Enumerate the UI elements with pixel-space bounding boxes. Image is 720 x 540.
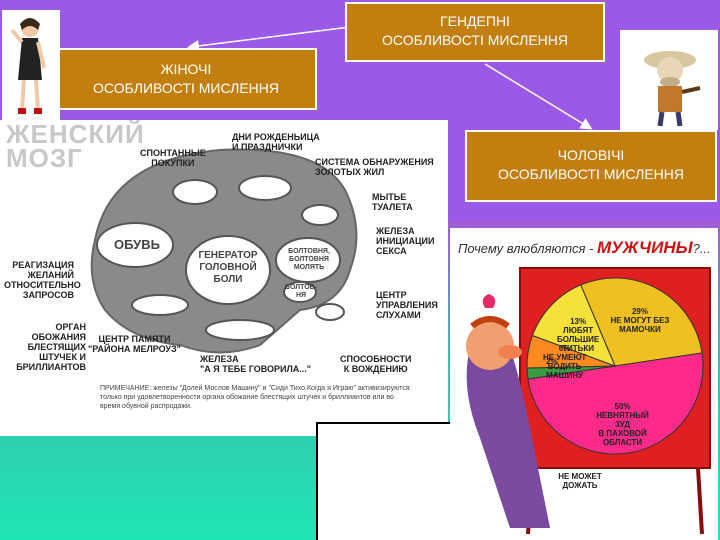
female-title: ЖІНОЧІ ОСОБЛИВОСТІ МИСЛЕННЯ bbox=[93, 61, 279, 96]
pie-slice bbox=[580, 277, 703, 367]
label-jewels: ОРГАН ОБОЖАНИЯ БЛЕСТЯЩИХ ШТУЧЕК И БРИЛЛИ… bbox=[16, 322, 86, 372]
man-figure-icon bbox=[644, 51, 701, 127]
pie-slice-label: 13% ЛЮБЯТ БОЛЬШИЕ ТИТЬКИ bbox=[556, 316, 600, 353]
brain-headache-label: ГЕНЕРАТОР ГОЛОВНОЙ БОЛИ bbox=[198, 250, 258, 285]
male-cartoon-panel: Почему влюбляются - МУЖЧИНЫ?... 29% НЕ М… bbox=[450, 228, 718, 540]
pie-slice bbox=[527, 352, 704, 455]
brain-footnote: ПРИМЕЧАНИЕ: железы "Долей Мослов Машину"… bbox=[100, 385, 410, 410]
pie-slice bbox=[531, 284, 616, 367]
label-spontaneous: СПОНТАННЫЕ ПОКУПКИ bbox=[140, 148, 206, 168]
pie-chart bbox=[526, 277, 704, 455]
label-rumors: ЦЕНТР УПРАВЛЕНИЯ СЛУХАМИ bbox=[376, 290, 438, 320]
brain-illustration bbox=[90, 148, 358, 354]
label-toilet: МЫТЬЕ ТУАЛЕТА bbox=[372, 192, 413, 212]
label-birthdays: ДНИ РОЖДЕНЬИЦА И ПРАЗДНИЧКИ bbox=[232, 132, 320, 152]
brain-region-shoes bbox=[96, 222, 174, 268]
brain-heading-line1: ЖЕНСКИЙ bbox=[6, 120, 145, 149]
female-title-box: ЖІНОЧІ ОСОБЛИВОСТІ МИСЛЕННЯ bbox=[55, 48, 317, 110]
male-title: ЧОЛОВІЧІ ОСОБЛИВОСТІ МИСЛЕННЯ bbox=[498, 147, 684, 182]
brain-heading: ЖЕНСКИЙ МОЗГ bbox=[6, 120, 145, 173]
pie-slice-label: 2% bbox=[546, 357, 558, 367]
brain-heading-line2: МОЗГ bbox=[6, 143, 83, 173]
brain-shoes-label: ОБУВЬ bbox=[114, 237, 160, 252]
label-gold: СИСТЕМА ОБНАРУЖЕНИЯ ЗОЛОТЫХ ЖИЛ bbox=[315, 157, 434, 177]
general-title-box: ГЕНДЕПНІ ОСОБЛИВОСТІ МИСЛЕННЯ bbox=[345, 2, 605, 62]
brain-chatter2-label: БОЛТОВ- НЯ bbox=[284, 284, 318, 299]
female-brain-panel: ЖЕНСКИЙ МОЗГ ОБУВЬ ГЕНЕРАТОР ГОЛОВНОЙ БО… bbox=[0, 120, 448, 436]
pie-slice-label: 6% НЕ УМЕЮТ ВОДИТЬ МАШИНУ bbox=[543, 343, 587, 380]
pie-outside-label: НЕ МОЖЕТ ДОЖАТЬ bbox=[558, 472, 602, 490]
general-title: ГЕНДЕПНІ ОСОБЛИВОСТІ МИСЛЕННЯ bbox=[382, 13, 568, 48]
label-driving: СПОСОБНОСТИ К ВОЖДЕНИЮ bbox=[340, 354, 412, 374]
cartoon-heading-highlight: МУЖЧИНЫ bbox=[596, 238, 693, 257]
cartoon-heading-suffix: ?... bbox=[692, 241, 711, 256]
woman-figure-icon bbox=[10, 18, 46, 114]
label-reject: РЕАГИЗАЦИЯ ЖЕЛАНИЙ ОТНОСИТЕЛЬНО ЗАПРОСОВ bbox=[4, 260, 81, 300]
pie-slice-label: 29% НЕ МОГУТ БЕЗ МАМОЧКИ bbox=[610, 307, 670, 335]
label-sex-gland: ЖЕЛЕЗА ИНИЦИАЦИИ СЕКСА bbox=[376, 226, 435, 256]
label-told-you: ЖЕЛЕЗА "А Я ТЕБЕ ГОВОРИЛА..." bbox=[200, 354, 312, 374]
cartoon-heading-prefix: Почему влюбляются - bbox=[458, 241, 597, 256]
woman-cartoon-image bbox=[2, 10, 60, 122]
arrow-to-male bbox=[484, 63, 593, 130]
brain-region-headache bbox=[185, 235, 271, 305]
brain-region-chatter bbox=[275, 237, 341, 283]
arrow-to-female bbox=[187, 26, 351, 52]
brain-chatter-label: БОЛТОВНЯ, БОЛТОВНЯ МОЛЯТЬ bbox=[288, 248, 330, 271]
brain-region-chatter2 bbox=[283, 281, 317, 303]
cartoon-heading: Почему влюбляются - МУЖЧИНЫ?... bbox=[458, 238, 711, 258]
man-cartoon-image bbox=[620, 30, 718, 130]
pie-slice-label: 50% НЕВНЯТНЫЙ ЗУД В ПАХОВОЙ ОБЛАСТИ bbox=[596, 402, 649, 448]
pie-board-illustration bbox=[466, 267, 711, 535]
blank-panel bbox=[316, 422, 450, 540]
male-title-box: ЧОЛОВІЧІ ОСОБЛИВОСТІ МИСЛЕННЯ bbox=[465, 130, 717, 202]
label-memory: ЦЕНТР ПАМЯТИ "РАЙОНА МЕЛРОУЗ" bbox=[88, 334, 181, 354]
